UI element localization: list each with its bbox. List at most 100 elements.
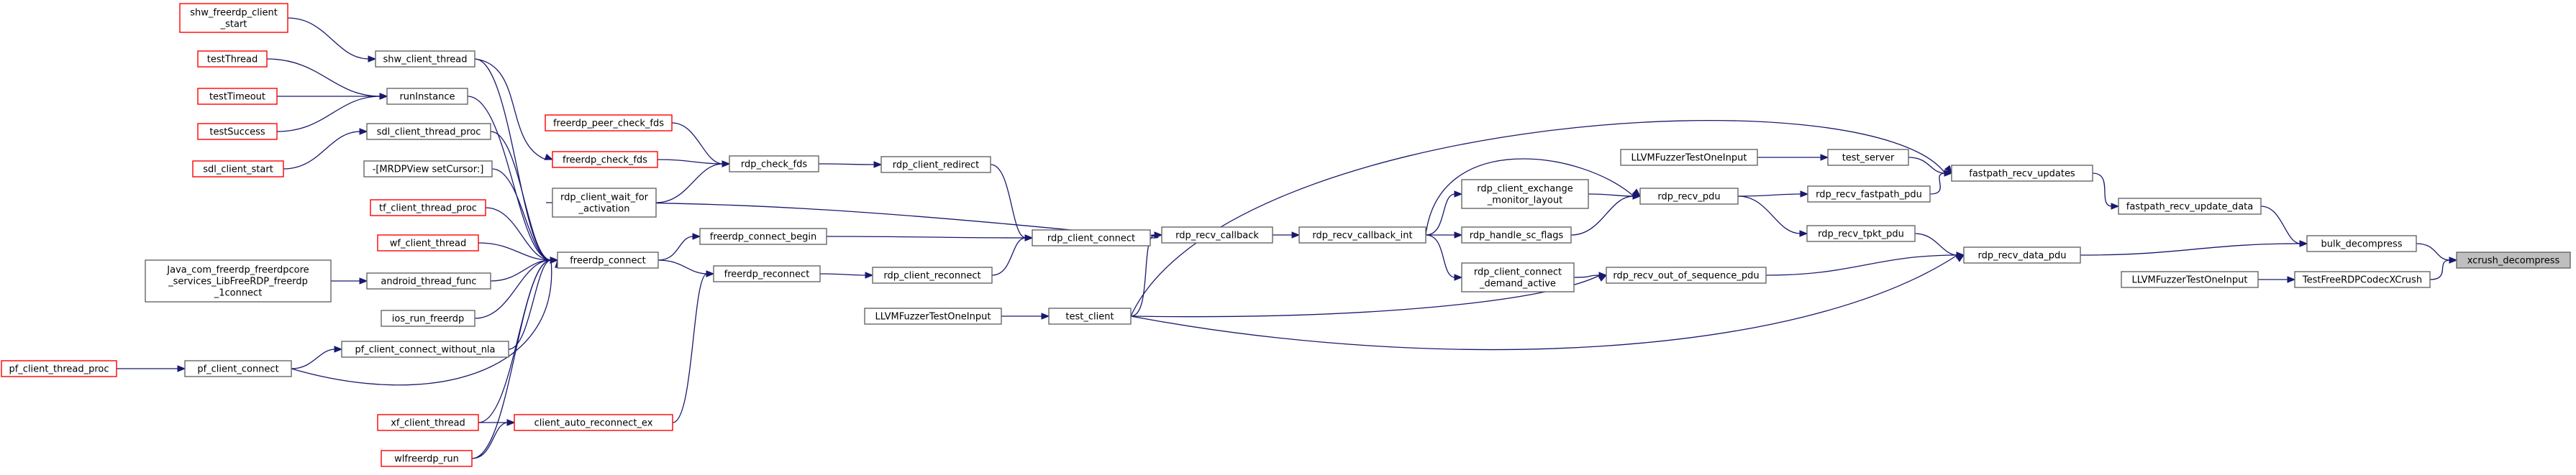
arrowhead-icon	[1632, 188, 1642, 197]
node-label: xf_client_thread	[391, 418, 465, 429]
node-xcrush[interactable]: xcrush_decompress	[2456, 252, 2571, 269]
node-wait-act[interactable]: rdp_client_wait_for_activation	[552, 188, 657, 218]
node-fp-updates[interactable]: fastpath_recv_updates	[1951, 165, 2093, 182]
node-label: LLVMFuzzerTestOneInput	[1631, 153, 1747, 164]
node-shw-start[interactable]: shw_freerdp_client_start	[179, 3, 288, 33]
node-recv-tpkt[interactable]: rdp_recv_tpkt_pdu	[1806, 225, 1916, 242]
node-llvm1[interactable]: LLVMFuzzerTestOneInput	[1620, 149, 1758, 166]
node-peer-check-fds[interactable]: freerdp_peer_check_fds	[545, 114, 673, 132]
node-runinstance[interactable]: runInstance	[386, 88, 468, 105]
node-recv-oos[interactable]: rdp_recv_out_of_sequence_pdu	[1606, 267, 1767, 284]
node-label: rdp_recv_data_pdu	[1977, 251, 2066, 262]
node-client-connect[interactable]: rdp_client_connect	[1032, 229, 1151, 246]
node-label: -[MRDPView setCursor:]	[373, 165, 484, 175]
node-label: _demand_active	[1479, 279, 1556, 290]
edge-check_fds-to-client_redirect	[818, 161, 883, 168]
node-label: test_server	[1842, 153, 1895, 164]
node-recv-cb[interactable]: rdp_recv_callback	[1161, 226, 1273, 244]
edge-test_client-to-recv_data	[1130, 254, 1965, 351]
node-label: freerdp_peer_check_fds	[553, 119, 664, 129]
node-label: LLVMFuzzerTestOneInput	[875, 312, 991, 323]
arrowhead-icon	[722, 160, 731, 167]
node-label: xcrush_decompress	[2467, 256, 2560, 267]
node-java[interactable]: Java_com_freerdp_freerdpcore_services_Li…	[145, 259, 332, 303]
arrowhead-icon	[1024, 234, 1034, 241]
node-tf-proc[interactable]: tf_client_thread_proc	[370, 199, 486, 216]
edge-testsuccess-to-runinstance	[276, 93, 388, 132]
node-label: rdp_client_exchange	[1477, 184, 1573, 195]
node-fp-update-data[interactable]: fastpath_recv_update_data	[2118, 198, 2262, 215]
node-recv-data[interactable]: rdp_recv_data_pdu	[1963, 246, 2081, 264]
node-fr-connect[interactable]: freerdp_connect	[557, 252, 659, 269]
node-label: ios_run_freerdp	[392, 314, 464, 325]
node-shw-thread[interactable]: shw_client_thread	[375, 50, 475, 68]
node-test-client[interactable]: test_client	[1048, 308, 1132, 325]
edge-tf_proc-to-fr_connect	[485, 207, 559, 264]
edge-client_connect-to-recv_cb	[1150, 231, 1163, 239]
edge-sdl_start-to-sdl_proc	[283, 128, 368, 170]
node-cb-int[interactable]: rdp_recv_callback_int	[1298, 226, 1426, 244]
node-label: client_auto_reconnect_ex	[534, 418, 653, 429]
node-mrdp[interactable]: -[MRDPView setCursor:]	[363, 160, 493, 177]
node-label: Java_com_freerdp_freerdpcore	[166, 265, 309, 276]
arrowhead-icon	[1820, 154, 1829, 161]
node-testsuccess[interactable]: testSuccess	[197, 123, 278, 140]
node-label: fastpath_recv_updates	[1969, 169, 2075, 180]
edge-mrdp-to-fr_connect	[491, 168, 559, 264]
node-label: android_thread_func	[381, 277, 476, 287]
arrowhead-icon	[1154, 231, 1163, 239]
node-ios-run[interactable]: ios_run_freerdp	[381, 310, 475, 327]
node-client-redirect[interactable]: rdp_client_redirect	[880, 156, 991, 173]
node-label: tf_client_thread_proc	[379, 203, 477, 214]
node-android-func[interactable]: android_thread_func	[366, 272, 491, 290]
node-check-fds[interactable]: rdp_check_fds	[729, 155, 819, 172]
node-exch-mon[interactable]: rdp_client_exchange_monitor_layout	[1461, 179, 1589, 209]
arrowhead-icon	[1944, 170, 1953, 177]
edge-sdl_proc-to-fr_connect	[490, 131, 559, 264]
edge-pf_connect-to-pf_without_nla	[291, 346, 343, 369]
node-label: _services_LibFreeRDP_freerdp	[168, 277, 308, 287]
edge-testfreerdp-to-xcrush	[2429, 257, 2458, 280]
node-testfreerdp[interactable]: TestFreeRDPCodecXCrush	[2294, 271, 2431, 288]
node-xf-thread[interactable]: xf_client_thread	[377, 414, 479, 431]
node-auto-reconnect[interactable]: client_auto_reconnect_ex	[514, 414, 673, 431]
node-testtimeout[interactable]: testTimeout	[197, 88, 278, 105]
node-label: _start	[220, 19, 247, 30]
node-client-reconnect[interactable]: rdp_client_reconnect	[872, 267, 993, 284]
edge-llvm1-to-test_server	[1757, 154, 1829, 161]
node-pf-proc[interactable]: pf_client_thread_proc	[1, 360, 117, 377]
node-fr-reconnect[interactable]: freerdp_reconnect	[713, 265, 821, 282]
node-label: testThread	[207, 55, 258, 65]
node-label: testTimeout	[209, 92, 265, 103]
edge-client_redirect-to-client_connect	[990, 164, 1034, 241]
node-label: rdp_client_connect	[1474, 267, 1562, 278]
node-wf-thread[interactable]: wf_client_thread	[377, 234, 479, 252]
node-demand[interactable]: rdp_client_connect_demand_active	[1461, 262, 1575, 292]
node-sdl-start[interactable]: sdl_client_start	[192, 160, 284, 177]
node-label: freerdp_connect	[570, 256, 646, 267]
node-testthread[interactable]: testThread	[197, 50, 268, 68]
node-fr-check-fds[interactable]: freerdp_check_fds	[552, 151, 658, 168]
edge-llvm3-to-testfreerdp	[2258, 276, 2296, 283]
edge-testtimeout-to-runinstance	[277, 93, 388, 100]
edge-wlf_run-to-auto_reconnect	[471, 419, 516, 459]
node-pf-without-nla[interactable]: pf_client_connect_without_nla	[341, 341, 509, 358]
node-test-server[interactable]: test_server	[1827, 149, 1909, 166]
node-fr-connect-begin[interactable]: freerdp_connect_begin	[699, 228, 827, 245]
node-wlf-run[interactable]: wlfreerdp_run	[381, 450, 473, 467]
arrowhead-icon	[692, 233, 701, 240]
node-llvm3[interactable]: LLVMFuzzerTestOneInput	[2121, 271, 2259, 288]
node-pf-connect[interactable]: pf_client_connect	[184, 360, 292, 377]
arrowhead-icon	[873, 161, 883, 168]
edge-runinstance-to-fr_connect	[467, 96, 559, 264]
edge-pf_without_nla-to-fr_connect	[508, 257, 559, 350]
node-recv-fastpath[interactable]: rdp_recv_fastpath_pdu	[1807, 185, 1931, 203]
edge-fr_reconnect-to-client_reconnect	[819, 272, 874, 279]
node-sc-flags[interactable]: rdp_handle_sc_flags	[1461, 226, 1572, 244]
edge-recv_fastpath-to-fp_updates	[1929, 170, 1953, 195]
node-bulk[interactable]: bulk_decompress	[2306, 235, 2417, 252]
node-sdl-proc[interactable]: sdl_client_thread_proc	[366, 123, 491, 140]
node-llvm2[interactable]: LLVMFuzzerTestOneInput	[864, 308, 1002, 325]
node-recv-pdu[interactable]: rdp_recv_pdu	[1639, 188, 1739, 205]
